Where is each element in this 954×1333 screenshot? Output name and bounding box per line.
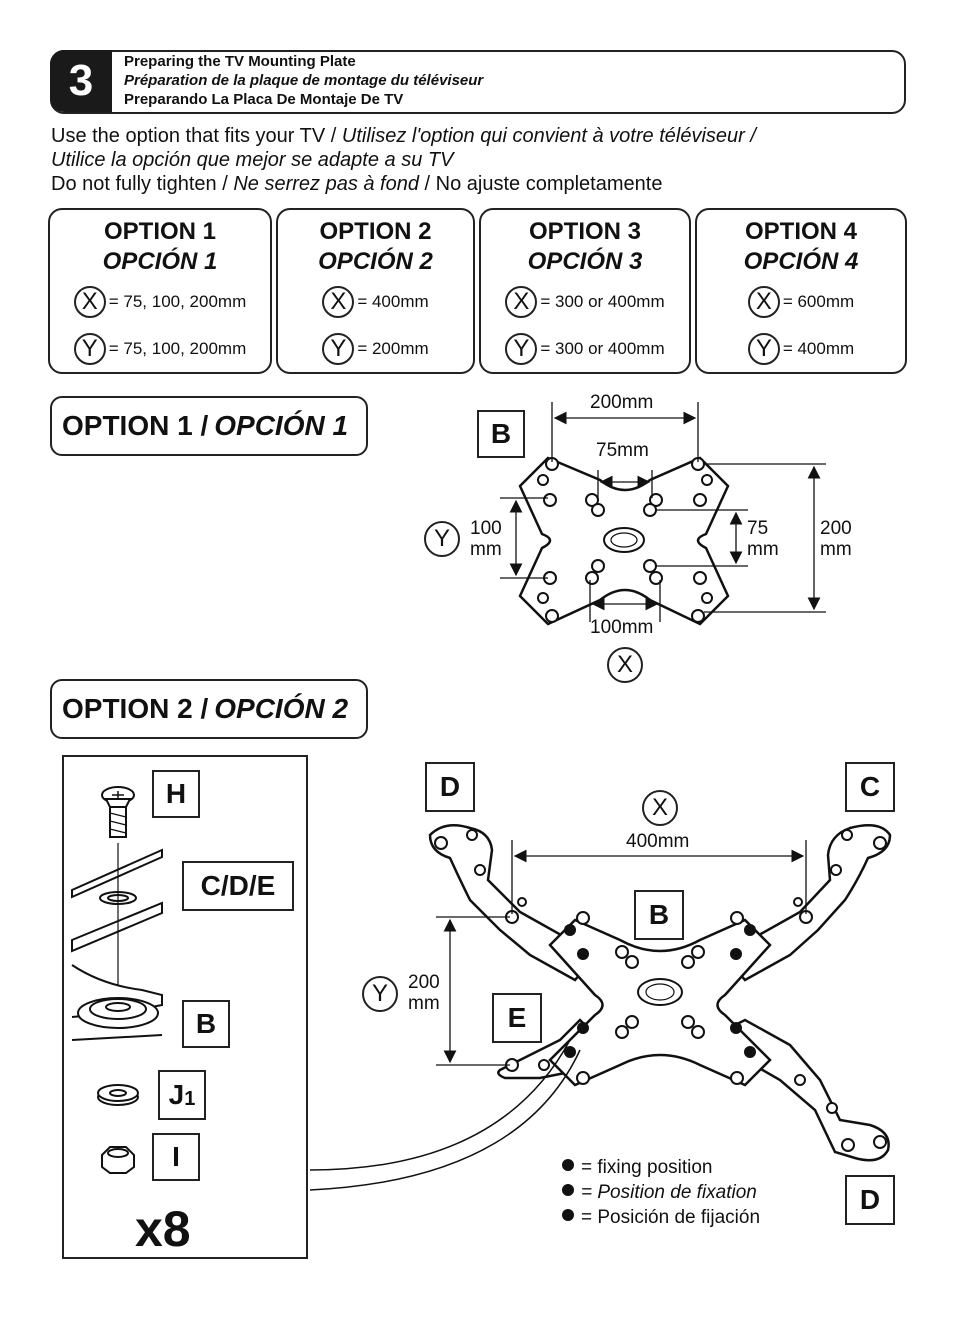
intro-line3-es: / No ajuste completamente (418, 173, 663, 195)
intro-line3-en: Do not fully tighten / (51, 173, 234, 195)
x-symbol: X (73, 286, 106, 318)
x-symbol: X (747, 286, 780, 318)
part-b-label: B (634, 890, 684, 940)
option-1-heading-es: OPCIÓN 1 (214, 410, 349, 441)
part-cde-label: C/D/E (182, 861, 294, 911)
x-symbol: X (322, 286, 355, 318)
legend-es: = Posición de fijación (581, 1207, 761, 1228)
intro-line2-es: Utilice la opción que mejor se adapte a … (51, 149, 454, 171)
y-symbol: Y (505, 333, 538, 365)
part-d-label-top: D (425, 762, 475, 812)
intro-text: Use the option that fits your TV / Utili… (51, 124, 756, 196)
option-1-y-value: = 75, 100, 200mm (108, 339, 247, 358)
quantity-label: x8 (135, 1201, 191, 1257)
legend-fr: = Position de fixation (581, 1182, 757, 1203)
option-1-x-value: = 75, 100, 200mm (108, 292, 247, 311)
part-i-label: I (152, 1133, 200, 1181)
option-3-x-value: = 300 or 400mm (540, 292, 665, 311)
option-3-y-value: = 300 or 400mm (540, 339, 665, 358)
brand-logo-icon (603, 527, 645, 553)
intro-line3-fr: Ne serrez pas à fond (233, 173, 419, 195)
option-2-heading: OPTION 2 / OPCIÓN 2 (50, 679, 368, 739)
x-symbol: X (607, 647, 643, 683)
brand-logo-icon (637, 978, 683, 1006)
mounting-holes (537, 457, 713, 623)
y-symbol: Y (73, 333, 106, 365)
option-4-y-value: = 400mm (782, 339, 855, 358)
part-b-label: B (182, 1000, 230, 1048)
nut-icon (101, 1146, 135, 1174)
y-symbol: Y (322, 333, 355, 365)
y-symbol: Y (424, 521, 460, 557)
mounting-plate-b (518, 456, 730, 626)
fixing-position-legend: = fixing position = Position de fixation… (581, 1155, 760, 1230)
option-box-2: OPTION 2 OPCIÓN 2 X= 400mm Y= 200mm (276, 208, 475, 374)
screw-icon (101, 786, 135, 838)
option-2-title-es: OPCIÓN 2 (318, 248, 433, 275)
x-symbol: X (505, 286, 538, 318)
intro-line1-fr: Utilisez l'option qui convient à votre t… (341, 125, 756, 147)
y-symbol: Y (747, 333, 780, 365)
option-3-title-es: OPCIÓN 3 (527, 248, 643, 275)
step-title-fr: Préparation de la plaque de montage du t… (124, 72, 484, 89)
legend-en: = fixing position (581, 1157, 713, 1178)
x-symbol: X (642, 790, 678, 826)
mounting-plate-b-icon (71, 964, 163, 1041)
option-2-heading-es: OPCIÓN 2 (214, 693, 349, 724)
part-d-label-bottom: D (845, 1175, 895, 1225)
option-3-title: OPTION 3 (528, 218, 642, 245)
step-title-es: Preparando La Placa De Montaje De TV (124, 91, 404, 108)
option-1-title: OPTION 1 (103, 218, 217, 245)
option-4-x-value: = 600mm (782, 292, 855, 311)
option-box-4: OPTION 4 OPCIÓN 4 X= 600mm Y= 400mm (695, 208, 907, 374)
option-2-x-value: = 400mm (357, 292, 429, 311)
intro-line1-en: Use the option that fits your TV / (51, 125, 342, 147)
part-e-label: E (492, 993, 542, 1043)
option-2-diagram (309, 823, 892, 1221)
option-2-y-value: = 200mm (357, 339, 429, 358)
option-box-3: OPTION 3 OPCIÓN 3 X= 300 or 400mm Y= 300… (479, 208, 691, 374)
option-4-title: OPTION 4 (744, 218, 858, 245)
dim-100mm-bottom: 100mm (590, 617, 654, 638)
dim-400mm: 400mm (626, 831, 690, 852)
option-box-1: OPTION 1 OPCIÓN 1 X= 75, 100, 200mm Y= 7… (48, 208, 272, 374)
hardware-panel (62, 755, 308, 1259)
fixing-position-dots (564, 924, 756, 1058)
option-1-heading: OPTION 1 / OPCIÓN 1 (50, 396, 368, 456)
hardware-stack-drawing (71, 786, 163, 1174)
option-4-title-es: OPCIÓN 4 (743, 248, 859, 275)
option-1-title-es: OPCIÓN 1 (102, 248, 218, 275)
mounting-holes (434, 829, 887, 1152)
step-title-en: Preparing the TV Mounting Plate (124, 53, 356, 70)
option-2-title: OPTION 2 (319, 218, 432, 245)
part-h-label: H (152, 770, 200, 818)
part-b-label: B (477, 410, 525, 458)
mounting-plate-b (548, 918, 772, 1087)
part-c-label: C (845, 762, 895, 812)
option-1-heading-en: OPTION 1 / (62, 410, 209, 441)
bracket-arm-icon (71, 848, 163, 953)
washer-icon (97, 1084, 139, 1106)
y-symbol: Y (362, 976, 398, 1012)
option-1-diagram (500, 402, 826, 626)
step-title: Preparing the TV Mounting Plate Préparat… (124, 52, 483, 109)
dim-200mm-top: 200mm (590, 392, 654, 413)
option-2-heading-en: OPTION 2 / (62, 693, 209, 724)
step-number: 3 (50, 50, 112, 112)
dim-75mm-top: 75mm (596, 440, 649, 461)
